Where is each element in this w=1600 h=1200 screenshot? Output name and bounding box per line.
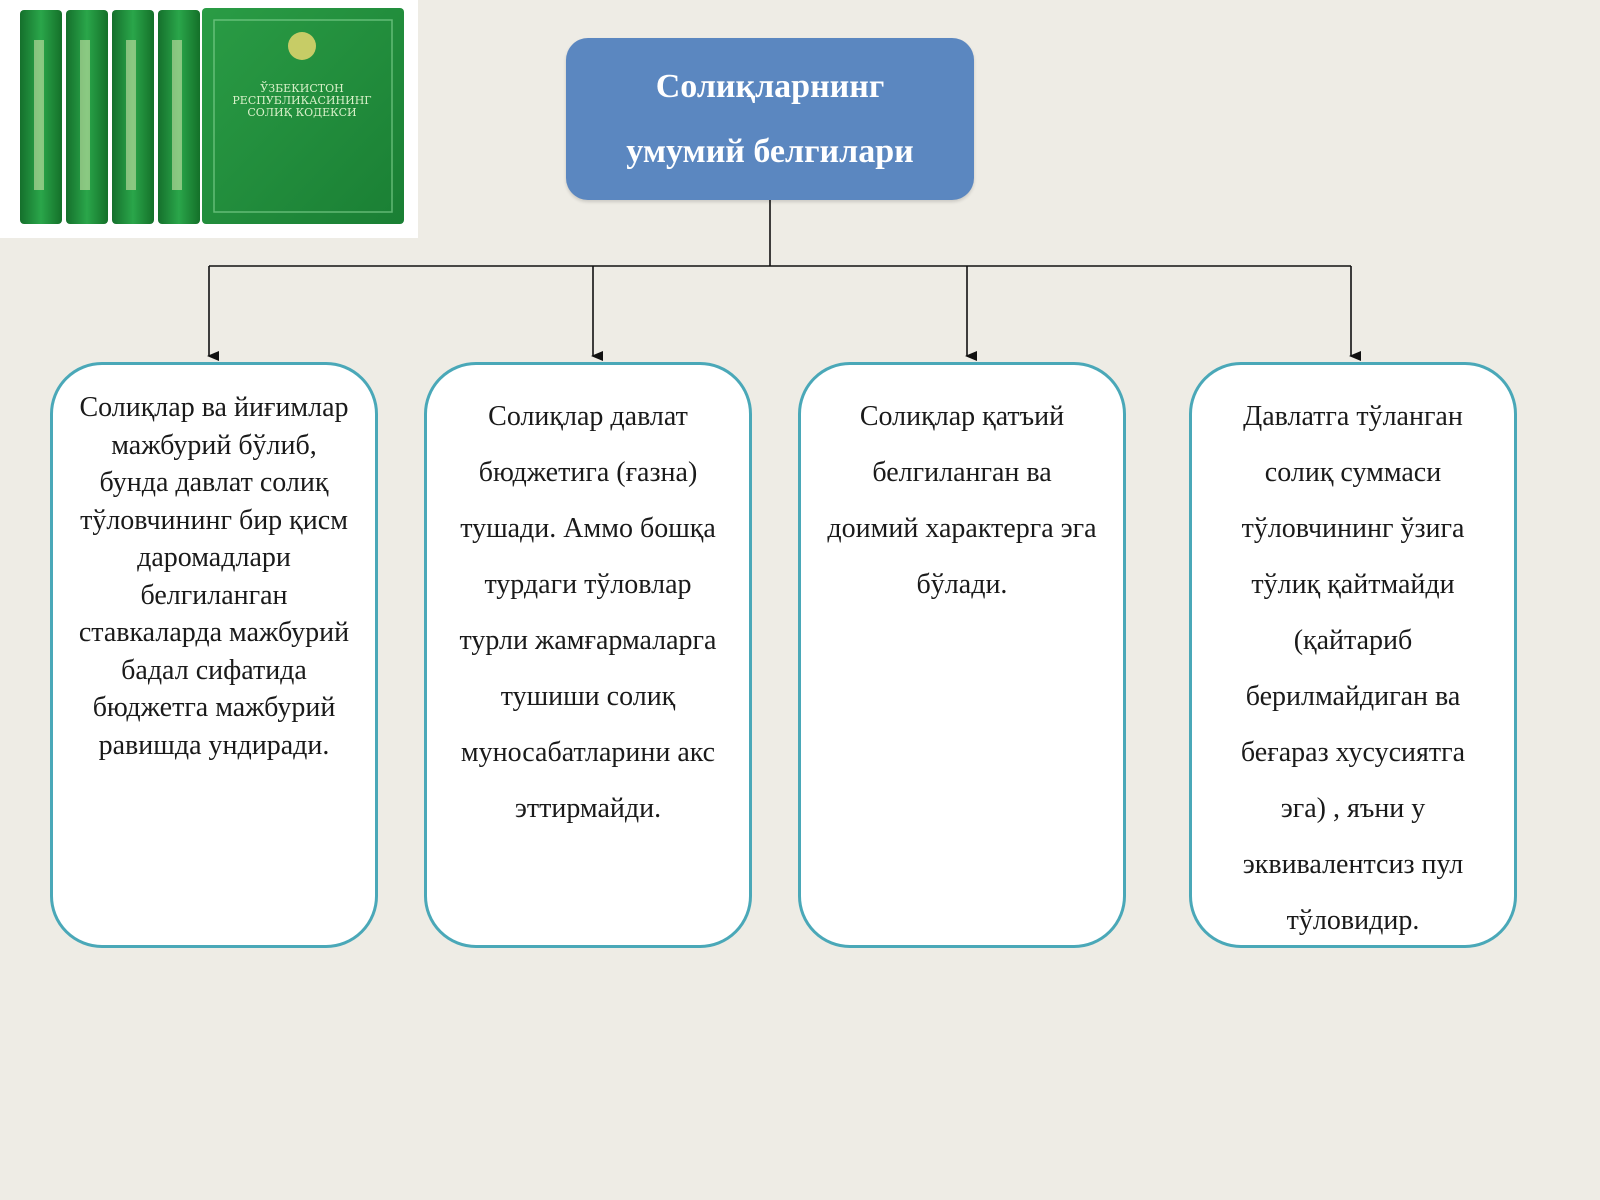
emblem-icon xyxy=(288,32,316,60)
title-line-2: умумий белгилари xyxy=(626,133,914,170)
book-cover-line: СОЛИҚ КОДЕКСИ xyxy=(247,106,356,119)
feature-card-text: Солиқлар ва йиғимлар мажбурий бўлиб, бун… xyxy=(78,392,350,761)
tax-code-books-image: ЎЗБЕКИСТОН РЕСПУБЛИКАСИНИНГ СОЛИҚ КОДЕКС… xyxy=(0,0,418,238)
feature-card-1: Солиқлар ва йиғимлар мажбурий бўлиб, бун… xyxy=(50,362,378,948)
feature-card-text: Давлатга тўланган солиқ суммаси тўловчин… xyxy=(1240,401,1466,936)
title-line-1: Солиқларнинг xyxy=(655,68,885,105)
book-spine xyxy=(66,10,108,224)
feature-card-4: Давлатга тўланган солиқ суммаси тўловчин… xyxy=(1189,362,1517,948)
book-cover: ЎЗБЕКИСТОН РЕСПУБЛИКАСИНИНГ СОЛИҚ КОДЕКС… xyxy=(202,8,404,224)
feature-card-text: Солиқлар давлат бюджетига (ғазна) тушади… xyxy=(459,401,717,824)
feature-card-text: Солиқлар қатъий белгиланган ва доимий ха… xyxy=(827,401,1097,600)
book-spine xyxy=(158,10,200,224)
feature-card-2: Солиқлар давлат бюджетига (ғазна) тушади… xyxy=(424,362,752,948)
book-spine xyxy=(20,10,62,224)
diagram-title-box: Солиқларнинг умумий белгилари xyxy=(566,38,974,200)
book-spine xyxy=(112,10,154,224)
book-cover-line: РЕСПУБЛИКАСИНИНГ xyxy=(232,94,371,107)
feature-card-3: Солиқлар қатъий белгиланган ва доимий ха… xyxy=(798,362,1126,948)
book-cover-line: ЎЗБЕКИСТОН xyxy=(260,81,343,95)
